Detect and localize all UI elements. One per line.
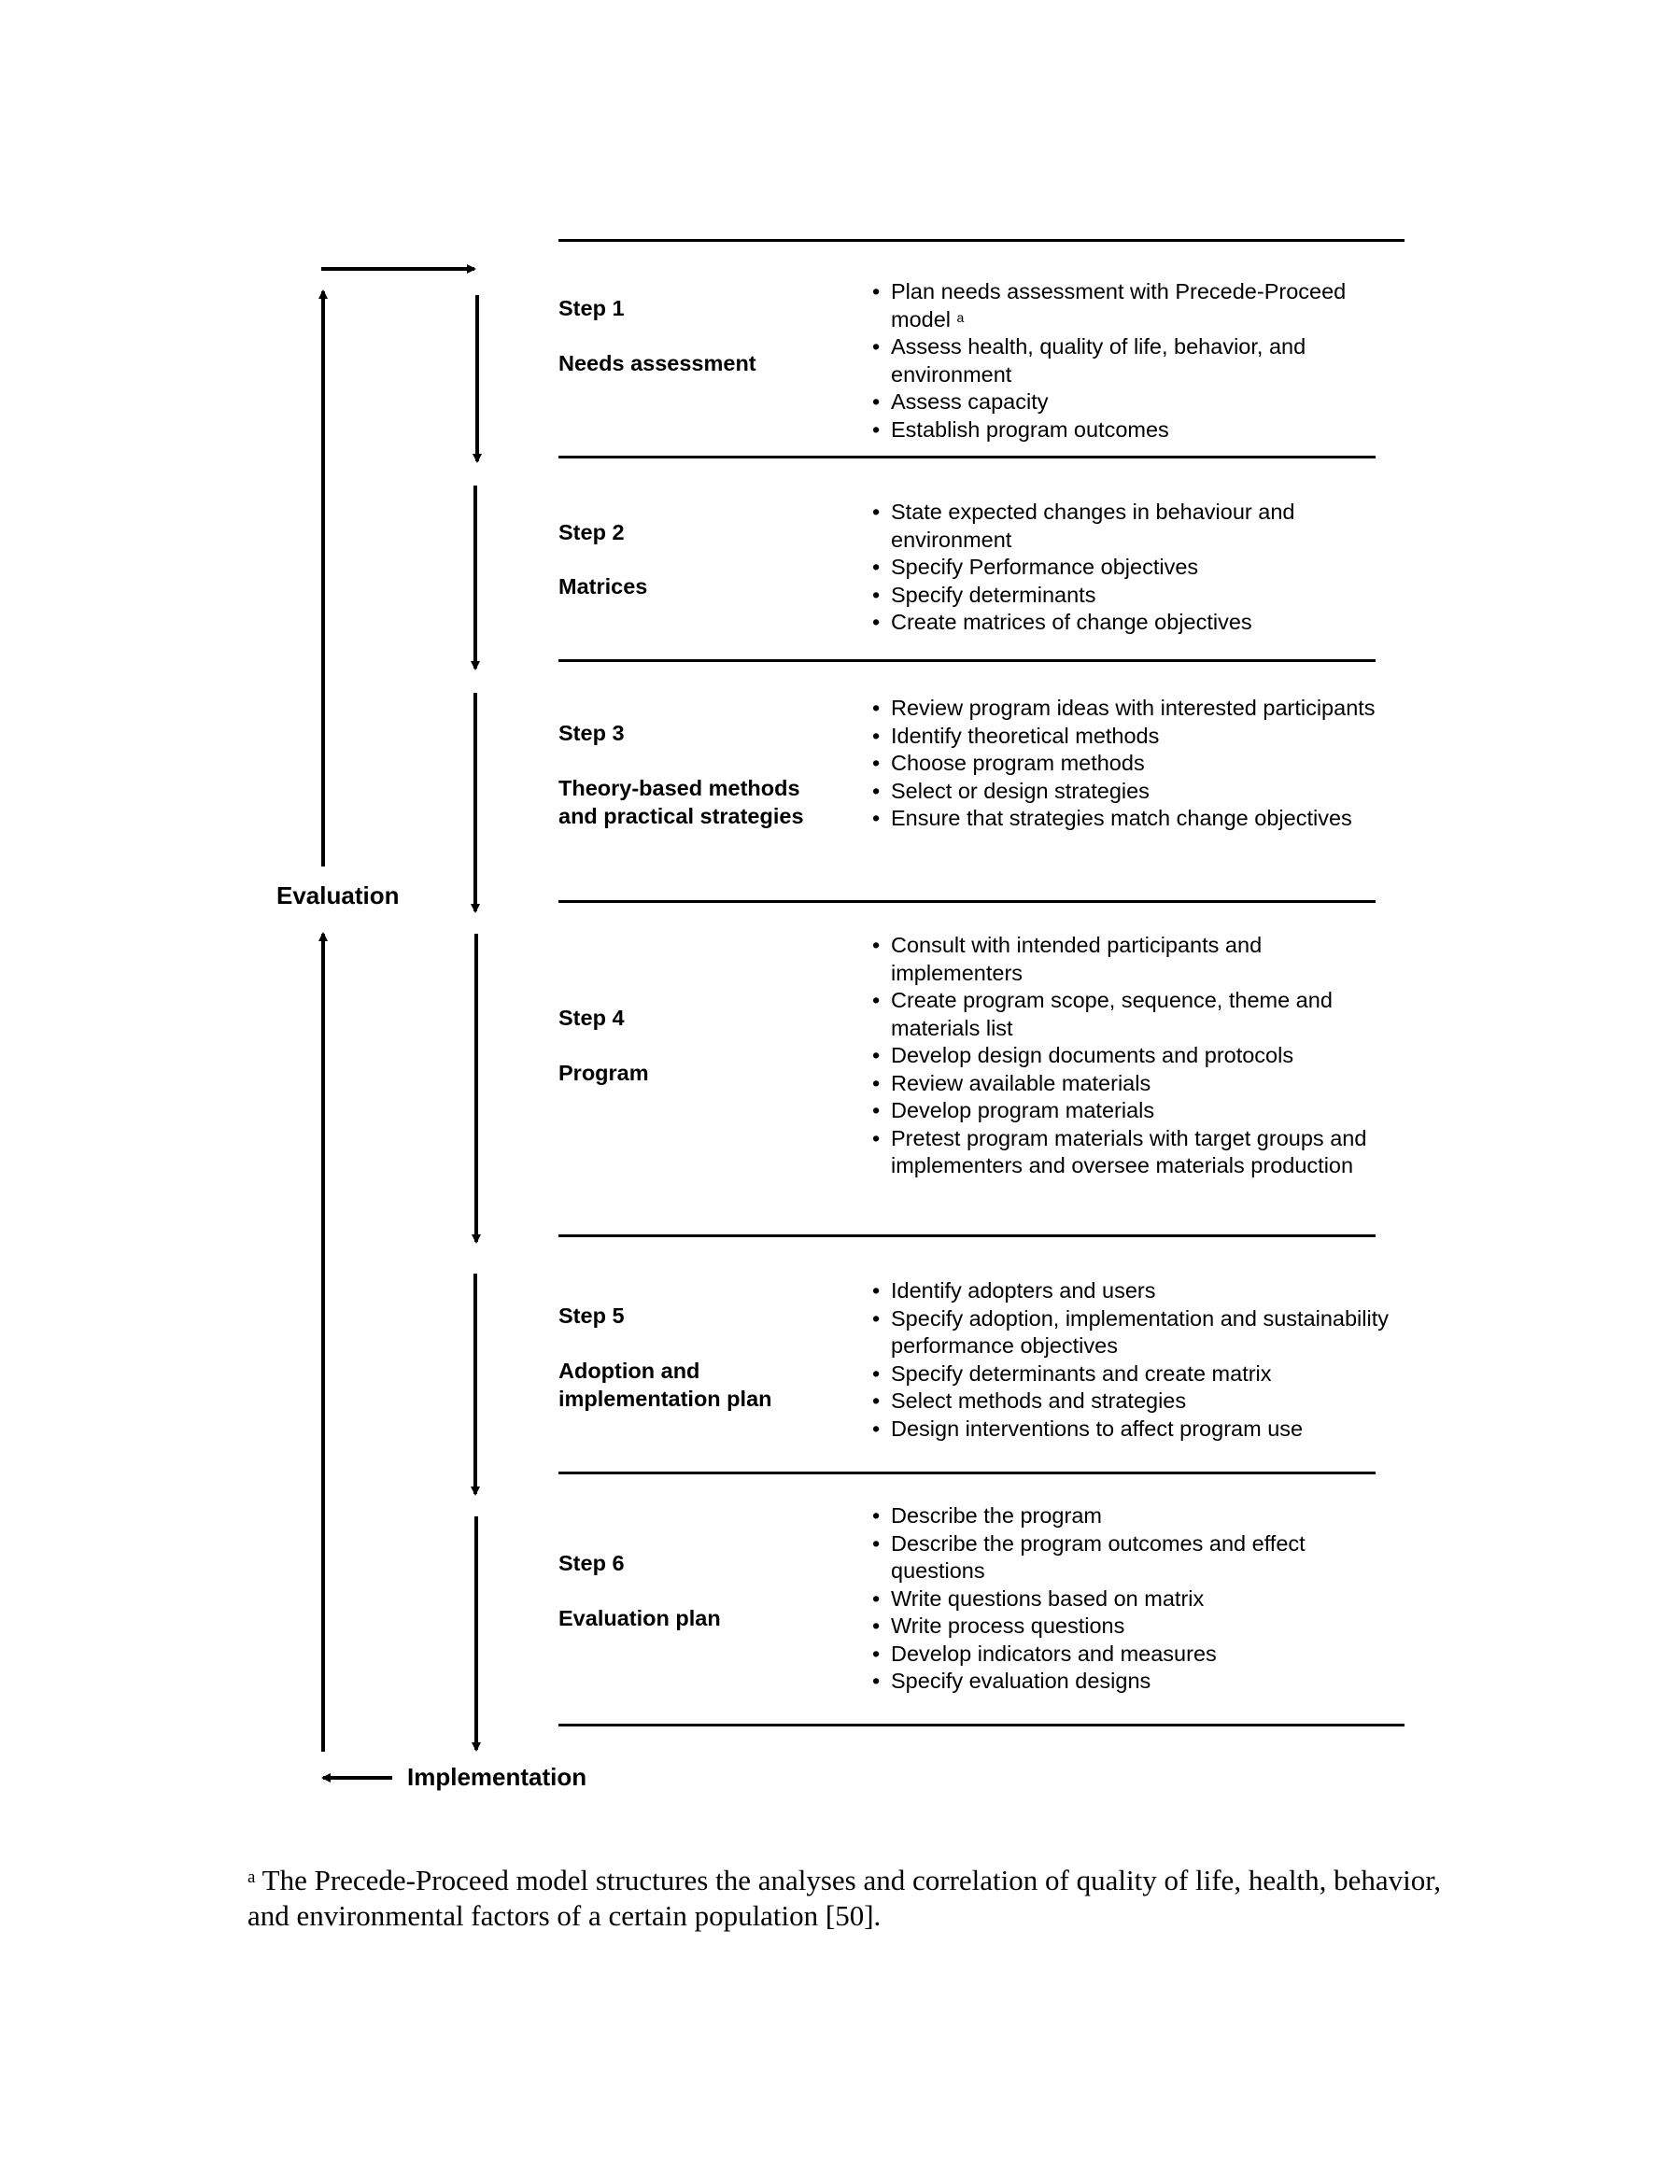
list-item: Assess health, quality of life, behavior… bbox=[868, 333, 1391, 388]
list-item: Review available materials bbox=[868, 1070, 1391, 1098]
list-item: Review program ideas with interested par… bbox=[868, 695, 1391, 723]
step-3-title: Theory-based methods and practical strat… bbox=[558, 776, 804, 828]
step-6-number: Step 6 bbox=[558, 1551, 625, 1575]
list-item: Describe the program outcomes and effect… bbox=[868, 1530, 1391, 1585]
list-item: Plan needs assessment with Precede-Proce… bbox=[868, 278, 1391, 333]
list-item: Develop design documents and protocols bbox=[868, 1042, 1391, 1070]
list-item: Specify evaluation designs bbox=[868, 1668, 1391, 1696]
list-item: Develop indicators and measures bbox=[868, 1641, 1391, 1669]
step-1-title: Needs assessment bbox=[558, 351, 756, 375]
step-5-title: Adoption and implementation plan bbox=[558, 1359, 772, 1411]
list-item: Identify theoretical methods bbox=[868, 723, 1391, 751]
list-item: Create matrices of change objectives bbox=[868, 609, 1391, 637]
list-item: Describe the program bbox=[868, 1502, 1391, 1530]
list-item: Create program scope, sequence, theme an… bbox=[868, 987, 1391, 1042]
rule-after-step-4 bbox=[558, 1234, 1376, 1237]
step-6-bullets: Describe the program Describe the progra… bbox=[868, 1502, 1391, 1696]
list-item: Assess capacity bbox=[868, 388, 1391, 416]
step-2-bullets: State expected changes in behaviour and … bbox=[868, 499, 1391, 637]
list-item: Identify adopters and users bbox=[868, 1277, 1391, 1305]
list-item: Write questions based on matrix bbox=[868, 1585, 1391, 1613]
list-item: Establish program outcomes bbox=[868, 416, 1391, 444]
list-item: Select methods and strategies bbox=[868, 1388, 1391, 1416]
step-2-title: Matrices bbox=[558, 574, 648, 599]
rule-bottom bbox=[558, 1724, 1405, 1726]
list-item: Pretest program materials with target gr… bbox=[868, 1125, 1391, 1180]
rule-after-step-3 bbox=[558, 900, 1376, 903]
list-item: Choose program methods bbox=[868, 750, 1391, 778]
step-6-title: Evaluation plan bbox=[558, 1606, 721, 1630]
step-5-number: Step 5 bbox=[558, 1303, 625, 1328]
list-item: Specify adoption, implementation and sus… bbox=[868, 1305, 1391, 1360]
step-1-number: Step 1 bbox=[558, 296, 625, 320]
rule-top bbox=[558, 239, 1405, 242]
list-item: Write process questions bbox=[868, 1613, 1391, 1641]
list-item: Ensure that strategies match change obje… bbox=[868, 805, 1391, 833]
list-item: Consult with intended participants and i… bbox=[868, 932, 1391, 987]
step-4-title: Program bbox=[558, 1061, 649, 1085]
rule-after-step-5 bbox=[558, 1472, 1376, 1474]
list-item: State expected changes in behaviour and … bbox=[868, 499, 1391, 554]
list-item: Select or design strategies bbox=[868, 778, 1391, 806]
list-item: Specify determinants and create matrix bbox=[868, 1360, 1391, 1388]
rule-after-step-1 bbox=[558, 456, 1376, 458]
list-item: Specify determinants bbox=[868, 582, 1391, 610]
footnote: a The Precede-Proceed model structures t… bbox=[247, 1863, 1461, 1934]
step-2-number: Step 2 bbox=[558, 520, 625, 544]
evaluation-label: Evaluation bbox=[276, 881, 400, 909]
step-5-bullets: Identify adopters and users Specify adop… bbox=[868, 1277, 1391, 1443]
footnote-marker: a bbox=[247, 1867, 256, 1887]
footnote-text: The Precede-Proceed model structures the… bbox=[247, 1864, 1442, 1932]
implementation-label: Implementation bbox=[407, 1763, 587, 1791]
step-3-bullets: Review program ideas with interested par… bbox=[868, 695, 1391, 833]
footnote-marker: a bbox=[956, 309, 965, 325]
step-3-number: Step 3 bbox=[558, 721, 625, 745]
rule-after-step-2 bbox=[558, 659, 1376, 662]
step-4-number: Step 4 bbox=[558, 1006, 625, 1030]
step-4-bullets: Consult with intended participants and i… bbox=[868, 932, 1391, 1180]
list-item: Design interventions to affect program u… bbox=[868, 1416, 1391, 1444]
list-item: Specify Performance objectives bbox=[868, 554, 1391, 582]
step-1-bullets: Plan needs assessment with Precede-Proce… bbox=[868, 278, 1391, 444]
list-item: Develop program materials bbox=[868, 1097, 1391, 1125]
